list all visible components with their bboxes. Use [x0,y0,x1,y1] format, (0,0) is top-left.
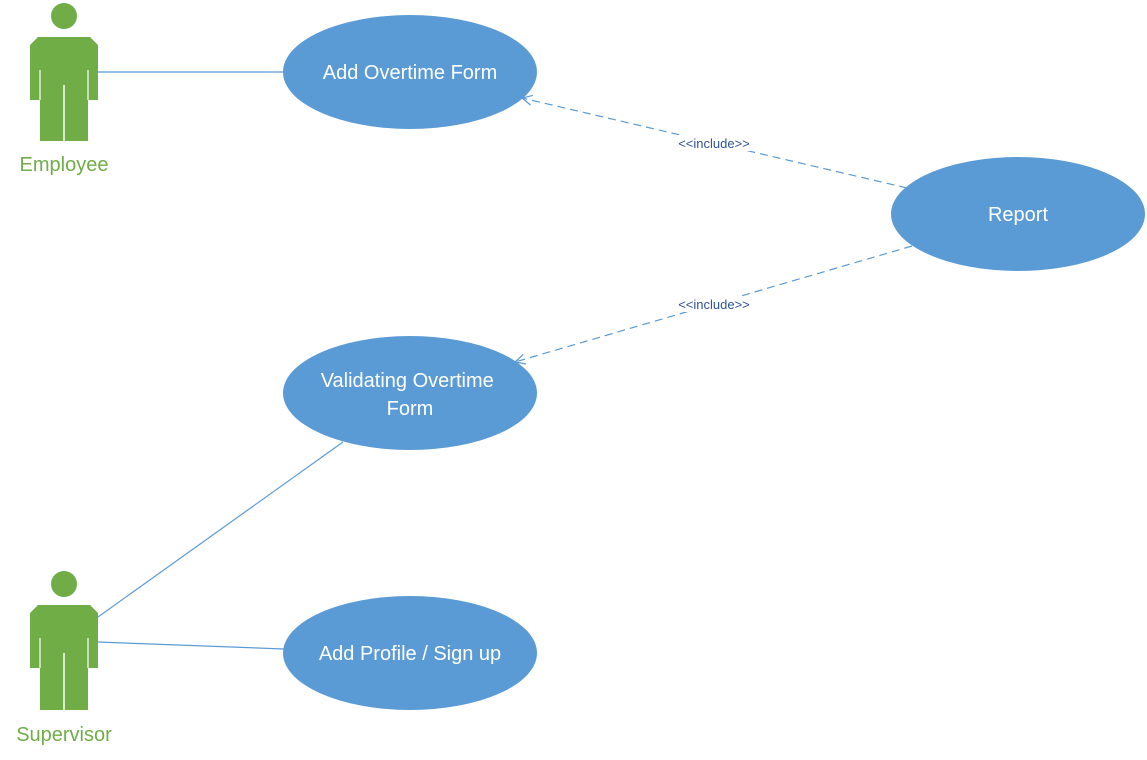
use-case-label-line: Report [988,204,1048,226]
include-arrow-report-to-validating-overtime-form [515,245,913,362]
use-case-ellipse [283,596,537,710]
stick-figure-icon [30,3,98,141]
use-case-label: Validating Overtime Form [321,370,500,420]
use-case-ellipse [283,15,537,129]
use-case-label-line: Add Profile / Sign up [319,643,501,665]
use-case-label: Add Overtime Form [323,62,497,84]
use-case-label: Add Profile / Sign up [319,643,501,665]
use-case-add-overtime-form[interactable]: Add Overtime Form [283,15,537,129]
include-label-bg [672,296,756,312]
actor-label: Supervisor [16,724,112,746]
use-case-ellipse [891,157,1145,271]
association-supervisor-validating-overtime-form [97,441,344,618]
include-label: <<include>> [678,297,750,312]
actor-employee[interactable]: Employee [20,3,109,176]
use-case-label-line: Validating Overtime [321,370,494,392]
use-case-label-line: Form [387,398,434,420]
actor-label: Employee [20,154,109,176]
use-case-label-line: Add Overtime Form [323,62,497,84]
actor-supervisor[interactable]: Supervisor [16,571,112,746]
use-case-validating-overtime-form[interactable]: Validating Overtime Form [283,336,537,450]
include-label: <<include>> [678,136,750,151]
include-label-bg [672,135,756,151]
stick-figure-icon [30,571,98,710]
use-case-ellipse [283,336,537,450]
use-case-add-profile-sign-up[interactable]: Add Profile / Sign up [283,596,537,710]
use-case-label: Report [988,204,1048,226]
use-case-report[interactable]: Report [891,157,1145,271]
association-supervisor-add-profile [97,641,285,650]
